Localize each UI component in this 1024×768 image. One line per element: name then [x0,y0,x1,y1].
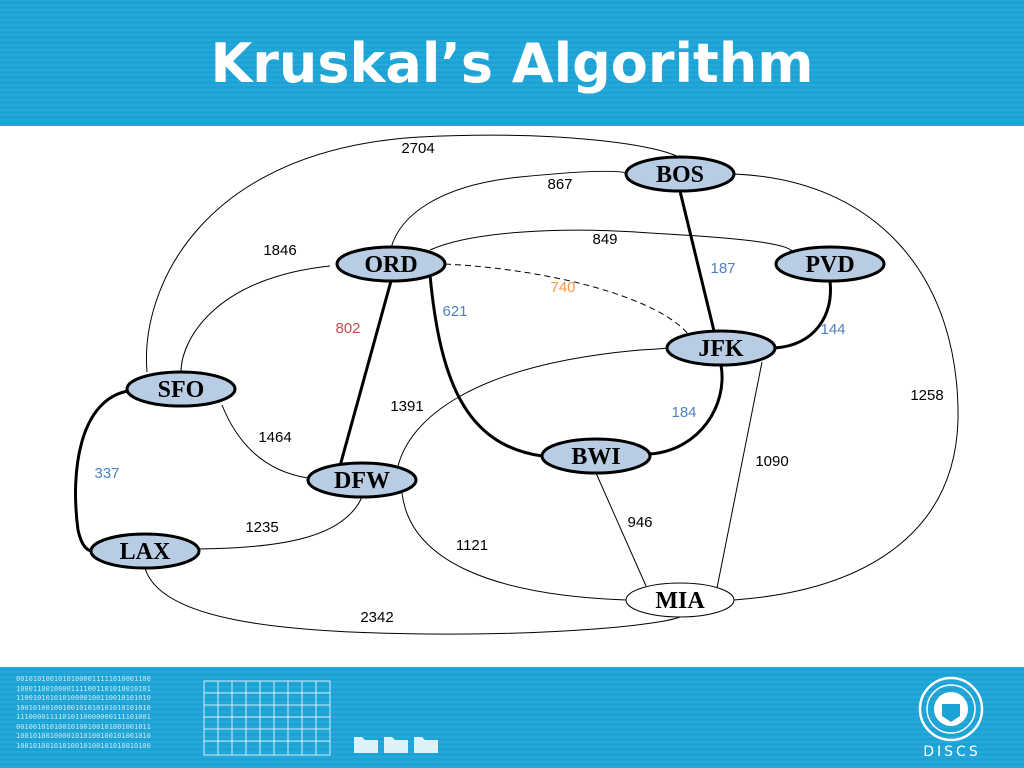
edge-weight-label: 1121 [456,537,488,554]
edge-ord-dfw [338,280,393,467]
edge-weight-label: 184 [671,404,696,421]
node-ellipse [89,532,201,570]
node-ellipse [540,437,652,475]
node-label: PVD [805,252,854,278]
edge-weight-label: 740 [550,279,575,296]
graph-diagram: 2704 867 849 1846 187 740 144 802 621 184 1258 1391… [74,134,959,635]
grid-chart-graphic [203,680,331,756]
edge-weight-label: 187 [710,260,735,277]
edge-weight-label: 621 [442,303,467,320]
edge-weight-label: 1391 [390,398,423,415]
folder-icons-graphic [354,737,438,753]
edge-weight-label: 2342 [360,609,393,626]
edge-dfw-jfk [397,347,668,467]
university-seal-icon [918,676,984,742]
header-banner: Kruskal’s Algorithm [0,0,1024,126]
logo-text: DISCS [923,744,981,760]
node-label: JFK [698,336,744,362]
edge-dfw-lax [198,496,363,550]
node-label: SFO [158,377,205,403]
edge-bos-jfk [678,190,716,332]
edge-weight-label: 1235 [245,519,278,536]
edge-bos-mia [733,173,959,601]
edge-ord-bos [390,170,628,249]
edge-weight-label: 946 [627,514,652,531]
node-label: BOS [656,162,704,188]
edge-sfo-dfw [221,404,309,479]
node-ellipse [625,582,735,618]
edge-weight-label: 802 [335,320,360,337]
edge-ord-jfk [444,263,689,335]
edge-ord-bwi [428,274,543,458]
node-dfw: DFW [306,461,418,499]
binary-pattern: 00101010010101000011111010001100 1000110… [16,675,151,750]
node-ellipse [665,329,777,367]
node-label: DFW [334,468,390,494]
node-sfo: SFO [125,370,237,408]
edge-weight-label: 2704 [401,140,434,157]
edge-ord-pvd [429,229,793,252]
node-mia: MIA [625,582,735,618]
node-ellipse [335,245,447,283]
edge-weight-label: 1464 [258,429,291,446]
graph-nodes: BOS ORD PVD JFK SFO BWI DFW LAX MIA [89,155,886,618]
footer-banner: 00101010010101000011111010001100 1000110… [0,667,1024,768]
edge-jfk-bwi [649,364,724,456]
node-label: ORD [364,252,417,278]
node-ellipse [306,461,418,499]
slide-title: Kruskal’s Algorithm [210,32,814,95]
edge-weight-label: 1258 [910,387,943,404]
node-bos: BOS [624,155,736,193]
node-ellipse [125,370,237,408]
graph-edge-labels: 2704 867 849 1846 187 740 144 802 621 184 1258 1391… [94,140,943,626]
edge-sfo-ord [180,265,331,373]
node-lax: LAX [89,532,201,570]
node-ellipse [774,245,886,283]
edge-weight-label: 144 [820,321,845,338]
node-label: BWI [571,444,620,470]
edge-weight-label: 1090 [755,453,788,470]
node-ellipse [624,155,736,193]
node-bwi: BWI [540,437,652,475]
node-label: LAX [120,539,171,565]
node-ord: ORD [335,245,447,283]
node-label: MIA [655,588,705,614]
edge-bwi-mia [595,472,647,587]
node-pvd: PVD [774,245,886,283]
edge-jfk-mia [716,361,763,589]
edge-sfo-bos [145,134,681,373]
edge-pvd-jfk [774,280,833,350]
edge-lax-mia [144,567,681,635]
edge-weight-label: 337 [94,465,119,482]
edge-sfo-lax [74,389,129,553]
edge-weight-label: 1846 [263,242,296,259]
edge-weight-label: 849 [592,231,617,248]
node-jfk: JFK [665,329,777,367]
edge-dfw-mia [401,492,627,601]
edge-weight-label: 867 [547,176,572,193]
graph-edges [74,134,959,635]
